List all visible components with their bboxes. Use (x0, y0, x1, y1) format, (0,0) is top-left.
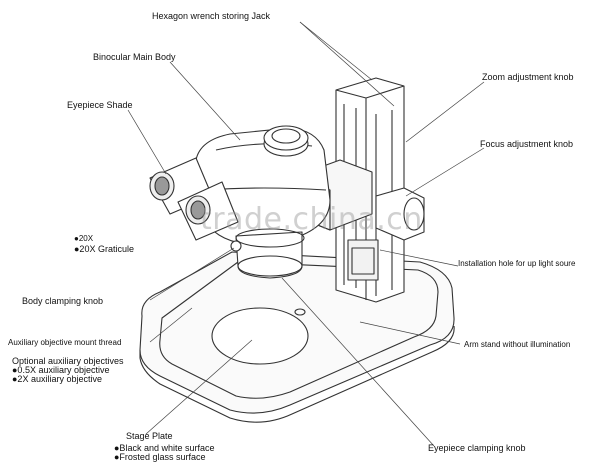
label-arm-stand: Arm stand without illumination (464, 340, 571, 349)
label-body-clamp: Body clamping knob (22, 296, 104, 306)
label-aux-05: ●0.5X auxiliary objective (12, 365, 110, 375)
base-edge (139, 325, 455, 423)
label-optional-aux: Optional auxiliary objectives (12, 356, 124, 366)
watermark: trade.china.cn (200, 202, 423, 237)
label-graticule-partial: ●20X (74, 234, 94, 243)
label-stage-frosted: ●Frosted glass surface (114, 452, 206, 462)
label-eyepiece-shade: Eyepiece Shade (67, 100, 133, 110)
stage-plate-shape (211, 307, 309, 365)
label-aux-2: ●2X auxiliary objective (12, 374, 102, 384)
label-graticule: ●20X Graticule (74, 244, 134, 254)
label-zoom-knob: Zoom adjustment knob (482, 72, 574, 82)
label-focus-knob: Focus adjustment knob (480, 139, 574, 149)
label-binocular-main-body: Binocular Main Body (93, 52, 176, 62)
base-inner (159, 261, 439, 399)
label-stage-bw: ●Black and white surface (114, 443, 215, 453)
label-aux-thread: Auxiliary objective mount thread (8, 338, 122, 347)
label-stage-plate: Stage Plate (126, 431, 173, 441)
label-hex-jack: Hexagon wrench storing Jack (152, 11, 271, 21)
label-install-hole: Installation hole for up light soure (458, 259, 576, 268)
label-eyepiece-clamp: Eyepiece clamping knob (428, 443, 526, 453)
